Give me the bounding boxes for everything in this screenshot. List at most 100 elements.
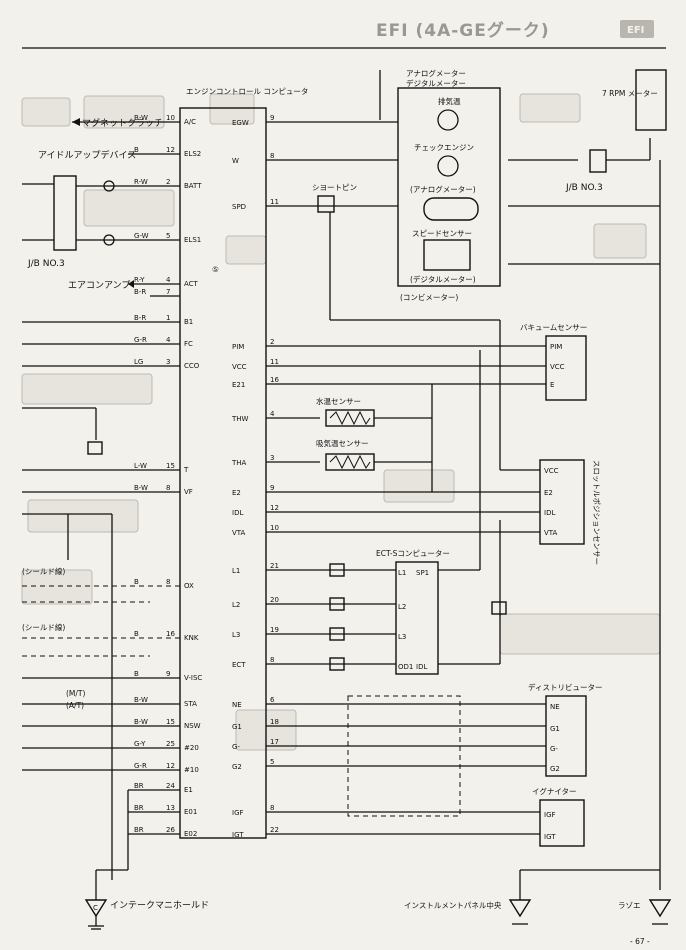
- ecu-pin-left-wire: B: [134, 146, 139, 154]
- digital-meter-label: デジタルメーター: [406, 78, 466, 88]
- ecu-pin-left-wire: R-Y: [134, 276, 145, 284]
- ecu-pin-right-no: 22: [270, 826, 279, 834]
- bottom-grounds: インストルメントパネル中央 ラゾエ - 67 -: [404, 869, 672, 946]
- ecu-pin-right-no: 21: [270, 562, 279, 570]
- ecu-pin-right-no: 3: [270, 454, 274, 462]
- ecu-pin-left-no: 13: [166, 804, 175, 812]
- ect-s-computer: ECT-Sコンピューター: [266, 350, 507, 675]
- ecu-pin-left-wire: G-R: [134, 762, 147, 770]
- ecu-pin-left-wire: G-Y: [134, 740, 146, 748]
- ecu-pin-right-name: G2: [232, 763, 242, 771]
- sensor-pin-dist: G1: [550, 725, 560, 733]
- ecu-pin-right-name: L2: [232, 601, 240, 609]
- ecu-pin-right-name: ECT: [232, 661, 246, 669]
- ecu-pin-left-no: 4: [166, 276, 171, 284]
- ecu-pin-left-wire: B: [134, 670, 139, 678]
- ecu-pin-right-no: 17: [270, 738, 279, 746]
- ecu-pin-right-no: 8: [270, 804, 274, 812]
- short-pin-label: シヨートピン: [312, 183, 357, 192]
- ecu-pin-right-name: L1: [232, 567, 240, 575]
- ecu-pin-left-name: E01: [184, 808, 197, 816]
- analog-meter-label: アナログメーター: [406, 68, 466, 78]
- ecu-pin-left-no: 12: [166, 762, 175, 770]
- distributor-igniter: ディストリビューター イグナイター: [266, 682, 602, 847]
- ecu-pin-left-no: 24: [166, 782, 175, 790]
- ecu-pin-right-no: 12: [270, 504, 279, 512]
- ecu-pin-right-no: 8: [270, 152, 274, 160]
- ecu-pin-right-no: 20: [270, 596, 279, 604]
- ecu-pin-right-name: THA: [231, 459, 247, 467]
- ecu-pin-right-name: IGF: [232, 809, 244, 817]
- svg-text:(デジタルメーター): (デジタルメーター): [410, 274, 476, 284]
- ecu-pin-left-wire: B-W: [134, 114, 148, 122]
- top-right-wiring: シヨートピン 7 RPM メーター J/B NO.3: [266, 69, 667, 890]
- ecu-pin-right-no: 2: [270, 338, 274, 346]
- ecu-pin-left-no: 25: [166, 740, 175, 748]
- sensor-pin-labels: PIMVCCEVCCE2IDLVTAL1L2L3OD1SP1IDLNEG1G-G…: [398, 343, 565, 841]
- svg-text:C: C: [93, 904, 98, 912]
- sensor-pin-dist: G-: [550, 745, 558, 753]
- ecu-pin-right-name: NE: [232, 701, 242, 709]
- ecu-pin-left-wire: G-R: [134, 336, 147, 344]
- ecu-pin-left-name: E1: [184, 786, 193, 794]
- ecu-pin-left-no: 7: [166, 288, 170, 296]
- ecu-pin-right-name: L3: [232, 631, 240, 639]
- sensor-pin-igniter: IGF: [544, 811, 556, 819]
- ecu-pin-left-name: ACT: [184, 280, 199, 288]
- ecu-label: エンジンコントロール コンピュータ: [186, 87, 308, 96]
- ecu-pin-left-name: T: [183, 466, 189, 474]
- sensor-pin-ect_right: SP1: [416, 569, 429, 577]
- left-wiring: マグネットクラッチ アイドルアップデバイス J/B NO.3 エアコンアンプ (…: [22, 117, 180, 900]
- ecu-pin-right-name: SPD: [232, 203, 246, 211]
- ecu-pin-left-wire: B-W: [134, 696, 148, 704]
- ecu-pin-left-name: ELS1: [184, 236, 201, 244]
- sensor-pin-vacuum: PIM: [550, 343, 562, 351]
- sensor-pin-vacuum: E: [550, 381, 554, 389]
- svg-text:排気温: 排気温: [438, 96, 461, 106]
- ecu-pin-right-name: W: [232, 157, 239, 165]
- at-label: (A/T): [66, 701, 84, 710]
- ecu-pin-left-wire: B-W: [134, 484, 148, 492]
- ecu-pin-left-name: KNK: [184, 634, 199, 642]
- idle-up-label: アイドルアップデバイス: [38, 149, 136, 161]
- ecu-pin-left-no: 26: [166, 826, 175, 834]
- ecu-pin-right-name: THW: [231, 415, 249, 423]
- intake-temp-label: 吸気温センサー: [316, 438, 369, 448]
- ecu-pin-left-no: 1: [166, 314, 170, 322]
- ecu-pin-left-no: 8: [166, 578, 170, 586]
- distributor-label: ディストリビューター: [528, 682, 602, 692]
- ecu-right-pins: EGW9W8SPD11PIM2VCC11E2116THW4THA3E29IDL1…: [231, 114, 279, 839]
- ecu-pin-left-wire: G-W: [134, 232, 149, 240]
- ecu-pin-left-name: A/C: [184, 118, 196, 126]
- ecu-pin-left-wire: BR: [134, 826, 144, 834]
- mid-wiring: バキュームセンサー 水温センサー 吸気温センサー スロットルポジションセンサー: [266, 323, 601, 565]
- ecu-pin-right-no: 18: [270, 718, 279, 726]
- ecu-pin-right-no: 11: [270, 198, 279, 206]
- ecu-pin-left-name: OX: [184, 582, 194, 590]
- sensor-pin-throttle: VTA: [544, 529, 558, 537]
- ecu-pin-left-name: CCO: [184, 362, 200, 370]
- svg-text:(アナログメーター): (アナログメーター): [410, 184, 476, 194]
- ecu-pin-right-no: 16: [270, 376, 279, 384]
- page-title: EFI (4A-GEグーク): [376, 20, 550, 41]
- ecu-pin-left-wire: R-W: [134, 178, 148, 186]
- ecu-pin-left-no: 9: [166, 670, 170, 678]
- ecu-pin-left-no: 15: [166, 462, 175, 470]
- ecu-pin-right-no: 19: [270, 626, 279, 634]
- sensor-pin-ect_left: L3: [398, 633, 406, 641]
- ecu-pin-right-no: 9: [270, 114, 274, 122]
- sensor-pin-dist: NE: [550, 703, 560, 711]
- throttle-sensor-label: スロットルポジションセンサー: [592, 460, 601, 565]
- vacuum-sensor-label: バキュームセンサー: [520, 323, 587, 332]
- ecu-pin-left-name: NSW: [184, 722, 201, 730]
- igniter-label: イグナイター: [532, 786, 577, 796]
- ecu-pin-left-no: 5: [166, 232, 170, 240]
- ecu-box: [179, 107, 267, 839]
- ecu-pin-left-name: E02: [184, 830, 197, 838]
- ecu-pin-left-name: #10: [184, 766, 199, 774]
- ecu-pin-left-no: 16: [166, 630, 175, 638]
- combination-meter: アナログメーター デジタルメーター 排気温 チェックエンジン (アナログメーター…: [397, 68, 501, 302]
- ecu-pin-right-no: 10: [270, 524, 279, 532]
- ecu-pin-left-no: 2: [166, 178, 170, 186]
